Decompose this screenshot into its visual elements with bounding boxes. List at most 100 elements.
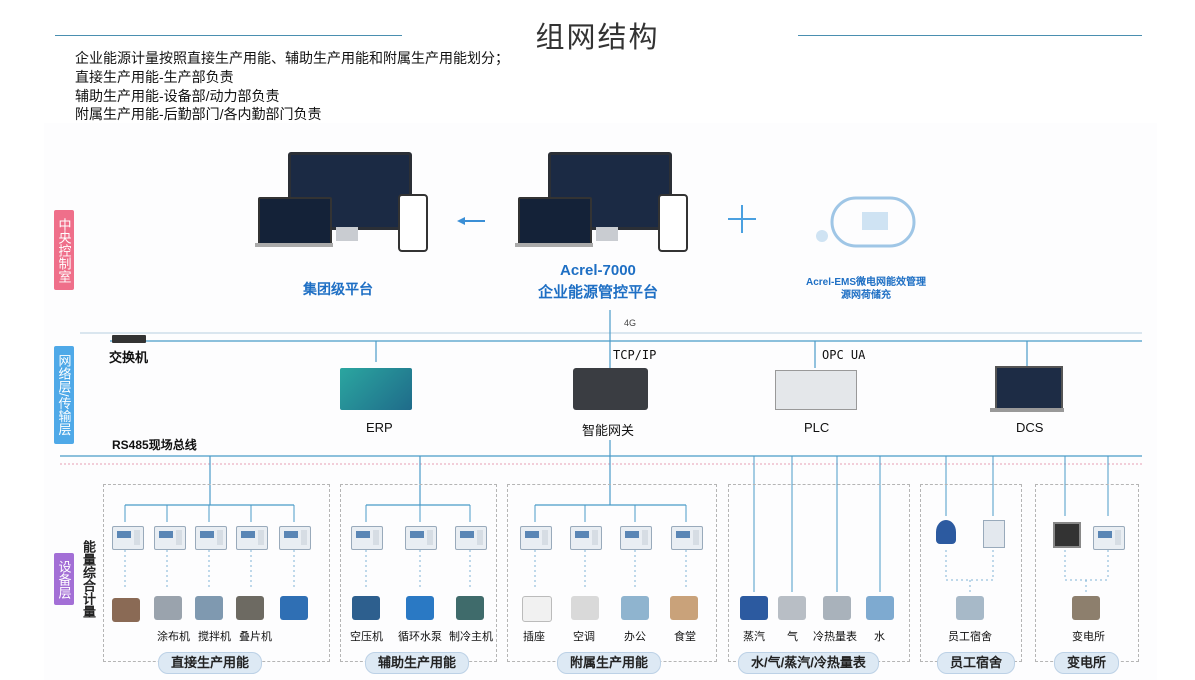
group-pill-ancillary: 附属生产用能 — [557, 652, 662, 674]
device-label: 办公 — [624, 631, 646, 643]
air-compressor-icon — [352, 596, 380, 620]
energy-meter — [570, 526, 602, 550]
air-conditioner-icon — [571, 596, 599, 620]
monitor-stand-icon — [596, 227, 618, 241]
intro-line-1: 企业能源计量按照直接生产用能、辅助生产用能和附属生产用能划分； — [75, 50, 509, 66]
layer-tag-network: 网络层/传输层 — [54, 346, 74, 444]
layer-tag-central: 中央控制室 — [54, 210, 74, 290]
canteen-icon — [670, 596, 698, 620]
dcs-laptop-base-icon — [990, 408, 1064, 412]
header-line-right — [798, 35, 1142, 36]
device-label: 空压机 — [350, 631, 383, 643]
circulating-pump-icon — [406, 596, 434, 620]
device-label: 气 — [787, 631, 798, 643]
device-label: 变电所 — [1072, 631, 1105, 643]
signal-label: 4G — [624, 318, 637, 328]
water-meter-icon — [866, 596, 894, 620]
steam-meter-icon — [740, 596, 768, 620]
group-platform-devices — [255, 152, 428, 252]
device-label: 搅拌机 — [198, 631, 231, 643]
switch-label: 交换机 — [109, 350, 149, 365]
laptop-icon — [258, 197, 332, 245]
node-label-erp: ERP — [366, 420, 393, 435]
group-platform-label: 集团级平台 — [303, 281, 373, 297]
energy-meter — [405, 526, 437, 550]
node-label-dcs: DCS — [1016, 420, 1044, 435]
gateway-icon — [573, 368, 648, 410]
laptop-base-icon — [255, 243, 333, 247]
arrow-left-icon — [457, 212, 485, 225]
acrel7000-subtitle: 企业能源管控平台 — [538, 284, 659, 301]
signal-icon: 4G — [612, 318, 636, 328]
intro-line-4: 附属生产用能-后勤部门/各内勤部门负责 — [75, 106, 322, 122]
ems-label-line2: 源网荷储充 — [841, 290, 891, 301]
phone-icon — [398, 194, 428, 252]
energy-meter — [455, 526, 487, 550]
tcpip-label: TCP/IP — [613, 348, 657, 362]
device-label: 蒸汽 — [743, 631, 765, 643]
gas-meter-icon — [778, 596, 806, 620]
ems-label-line1: Acrel-EMS微电网能效管理 — [806, 277, 927, 288]
energy-meter — [1093, 526, 1125, 550]
acrel7000-name: Acrel-7000 — [560, 262, 636, 279]
plc-icon — [775, 370, 857, 410]
office-icon — [621, 596, 649, 620]
acrel7000-devices — [515, 152, 688, 252]
layer-tag-device: 设备层 — [54, 553, 74, 605]
intro-line-2: 直接生产用能-生产部负责 — [75, 69, 234, 85]
dormitory-icon — [956, 596, 984, 620]
heat-meter-icon — [823, 596, 851, 620]
energy-metering-label: 能量综合计量 — [81, 540, 96, 618]
energy-meter — [620, 526, 652, 550]
node-label-plc: PLC — [804, 420, 830, 435]
group-pill-meters: 水/气/蒸汽/冷热量表 — [738, 652, 879, 674]
energy-meter — [351, 526, 383, 550]
erp-screen-icon — [340, 368, 412, 410]
energy-meter — [671, 526, 703, 550]
device-label: 员工宿舍 — [948, 631, 992, 643]
node-label-gateway: 智能网关 — [582, 423, 635, 438]
energy-meter — [520, 526, 552, 550]
device-label: 空调 — [573, 631, 595, 643]
laptop-icon — [518, 197, 592, 245]
substation-icon — [1072, 596, 1100, 620]
dcs-laptop-icon — [995, 366, 1063, 410]
phone-icon — [658, 194, 688, 252]
device-label: 制冷主机 — [449, 631, 493, 643]
coater-icon — [154, 596, 182, 620]
din-meter-icon — [983, 520, 1005, 548]
device-label: 水 — [874, 631, 885, 643]
switch-icon — [112, 335, 146, 343]
page-title: 组网结构 — [535, 22, 660, 54]
panel-meter-icon — [1053, 522, 1081, 548]
ems-diagram-icon — [812, 190, 920, 254]
device-label: 食堂 — [674, 631, 696, 643]
group-pill-substation: 变电所 — [1054, 652, 1120, 674]
header-line-left — [55, 35, 402, 36]
monitor-stand-icon — [336, 227, 358, 241]
energy-meter — [279, 526, 311, 550]
energy-meter — [195, 526, 227, 550]
group-pill-auxiliary: 辅助生产用能 — [365, 652, 470, 674]
opcua-label: OPC UA — [822, 348, 866, 362]
group-pill-direct: 直接生产用能 — [158, 652, 263, 674]
device-label: 循环水泵 — [398, 631, 442, 643]
device-label: 冷热量表 — [813, 631, 857, 643]
intro-line-3: 辅助生产用能-设备部/动力部负责 — [75, 88, 280, 104]
mixer-icon — [195, 596, 223, 620]
device-icon — [280, 596, 308, 620]
device-icon — [112, 598, 140, 622]
energy-meter — [112, 526, 144, 550]
device-label: 叠片机 — [239, 631, 272, 643]
energy-meter — [154, 526, 186, 550]
laptop-base-icon — [515, 243, 593, 247]
device-label: 插座 — [523, 631, 545, 643]
rs485-bus-label: RS485现场总线 — [112, 438, 197, 452]
chiller-icon — [456, 596, 484, 620]
socket-icon — [522, 596, 552, 622]
device-label: 涂布机 — [157, 631, 190, 643]
stacker-icon — [236, 596, 264, 620]
water-meter-icon — [936, 520, 956, 544]
plus-icon — [728, 205, 756, 233]
